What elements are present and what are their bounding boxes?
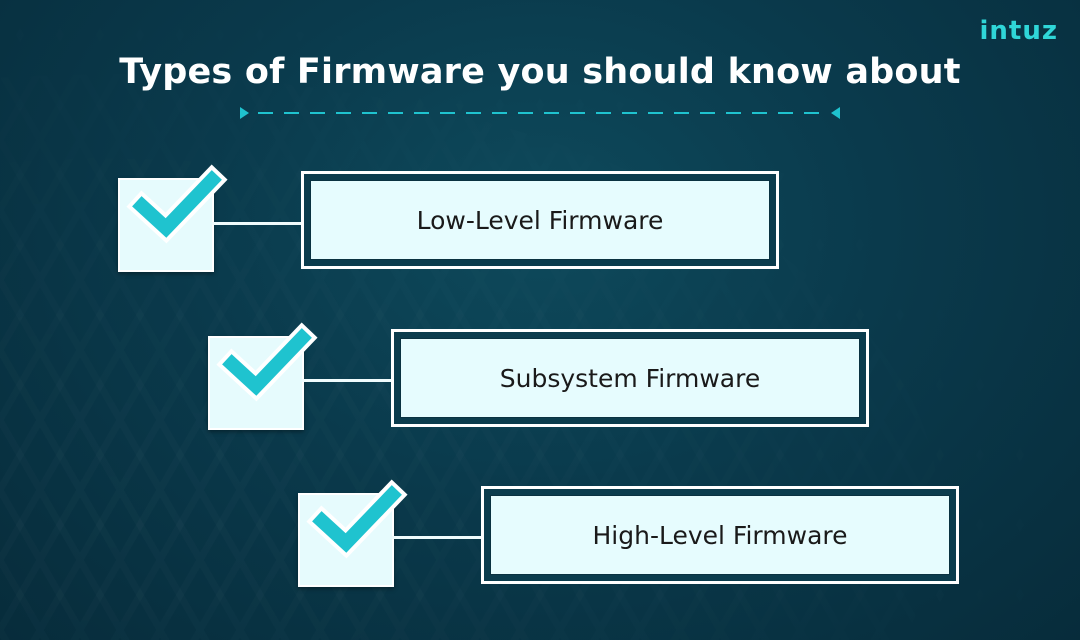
label-box: High-Level Firmware: [481, 486, 959, 584]
intuz-logo: intuz: [980, 16, 1059, 46]
checkmark-icon: [126, 164, 228, 244]
checkbox: [298, 479, 408, 587]
checkbox: [118, 164, 228, 272]
label-box: Subsystem Firmware: [391, 329, 869, 427]
dashed-line: [258, 112, 822, 114]
triangle-right-icon: [240, 107, 249, 119]
connector-line: [302, 379, 394, 382]
logo-text: intuz: [979, 16, 1058, 46]
checkmark-icon: [216, 322, 318, 402]
connector-line: [392, 536, 484, 539]
checkmark-icon: [306, 479, 408, 559]
page-title: Types of Firmware you should know about: [119, 52, 961, 92]
firmware-label: Low-Level Firmware: [416, 205, 664, 235]
title-divider: [240, 106, 840, 120]
firmware-label: Subsystem Firmware: [499, 363, 761, 393]
label-box: Low-Level Firmware: [301, 171, 779, 269]
connector-line: [212, 222, 304, 225]
firmware-label: High-Level Firmware: [592, 520, 848, 550]
triangle-left-icon: [831, 107, 840, 119]
checkbox: [208, 322, 318, 430]
